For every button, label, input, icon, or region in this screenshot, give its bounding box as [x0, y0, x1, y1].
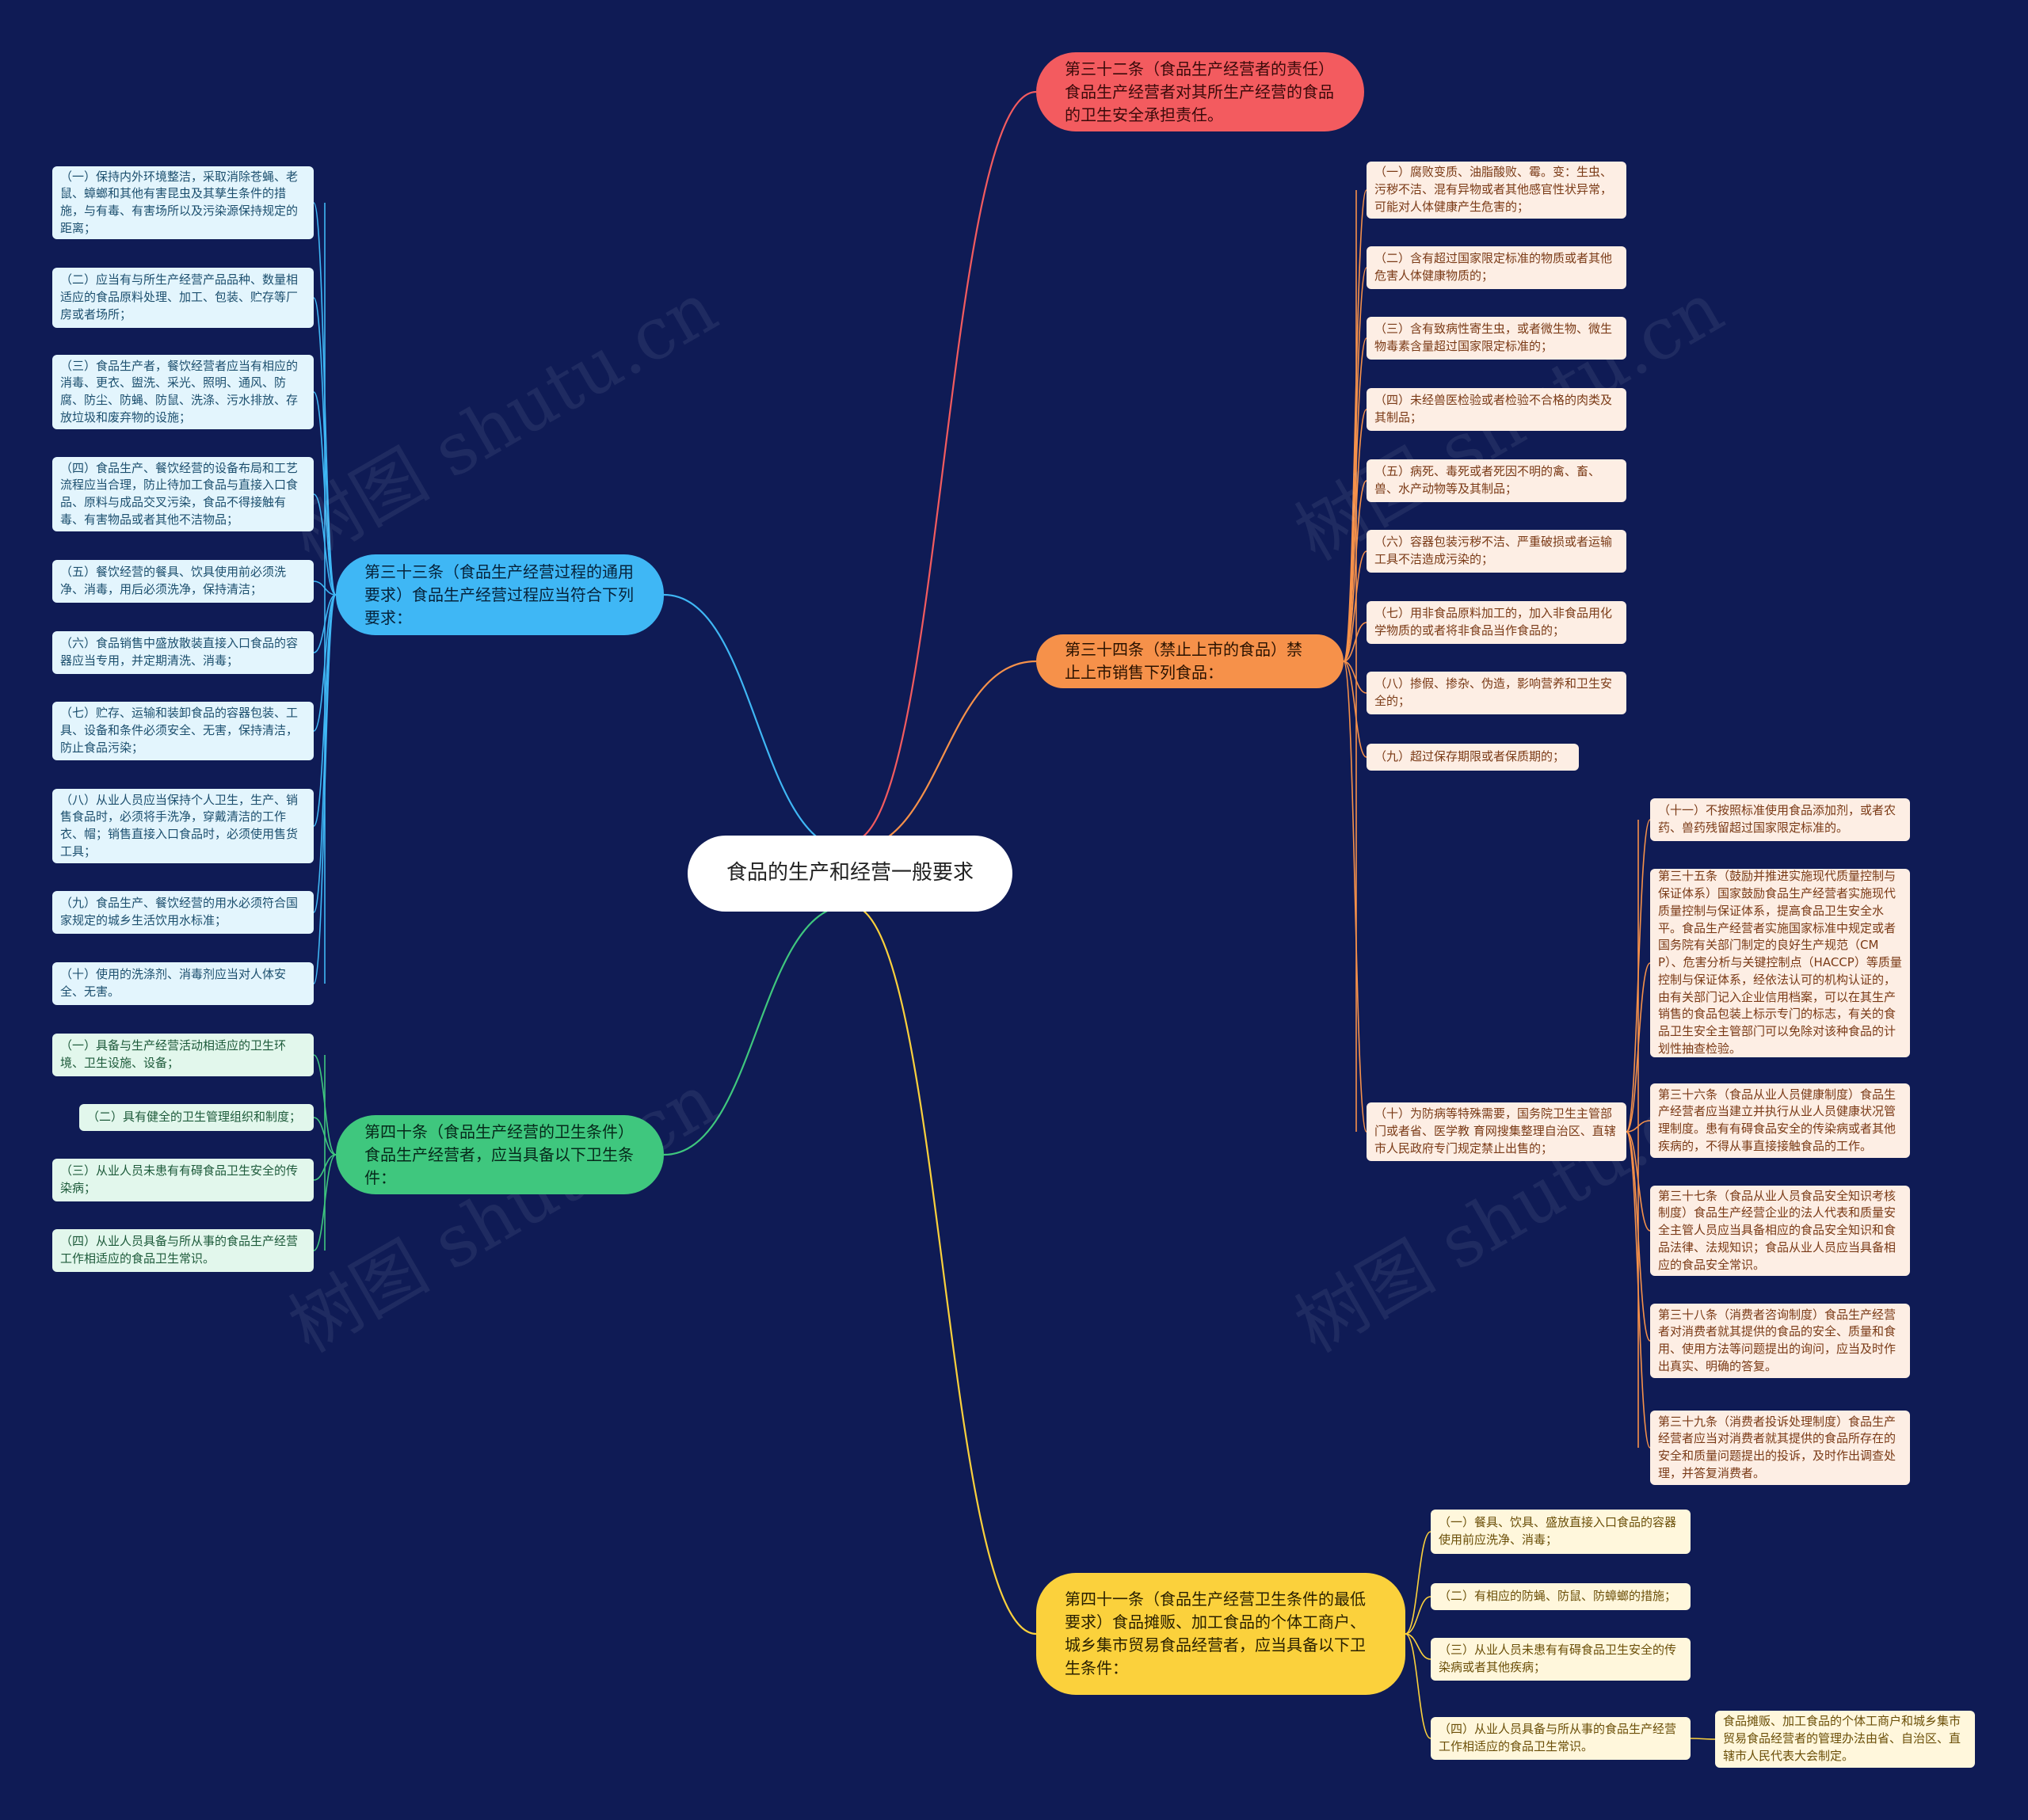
- branch-article-41[interactable]: 第四十一条（食品生产经营卫生条件的最低要求）食品摊贩、加工食品的个体工商户、城乡…: [1036, 1573, 1405, 1695]
- art40-item[interactable]: （四）从业人员具备与所从事的食品生产经营工作相适应的食品卫生常识。: [52, 1229, 314, 1272]
- branch-article-40[interactable]: 第四十条（食品生产经营的卫生条件）食品生产经营者，应当具备以下卫生条件：: [336, 1115, 664, 1194]
- art33-item[interactable]: （八）从业人员应当保持个人卫生，生产、销售食品时，必须将手洗净，穿戴清洁的工作衣…: [52, 789, 314, 863]
- art41-item[interactable]: （四）从业人员具备与所从事的食品生产经营工作相适应的食品卫生常识。: [1431, 1717, 1691, 1760]
- connector-line: [1343, 622, 1367, 662]
- art34-item[interactable]: （九）超过保存期限或者保质期的；: [1367, 744, 1579, 771]
- art41-item[interactable]: （二）有相应的防蝇、防鼠、防蟑螂的措施；: [1431, 1583, 1691, 1610]
- connector-line: [1405, 1633, 1431, 1739]
- art34-item[interactable]: （三）含有致病性寄生虫，或者微生物、微生物毒素含量超过国家限定标准的；: [1367, 317, 1626, 360]
- art34-item[interactable]: （八）掺假、掺杂、伪造，影响营养和卫生安全的；: [1367, 672, 1626, 714]
- connector-line: [663, 904, 851, 1156]
- connector-line: [1343, 409, 1367, 662]
- art34-item[interactable]: （七）用非食品原料加工的，加入非食品用化学物质的或者将非食品当作食品的；: [1367, 601, 1626, 644]
- art33-item[interactable]: （三）食品生产者，餐饮经营者应当有相应的消毒、更衣、盥洗、采光、照明、通风、防腐…: [52, 355, 314, 429]
- art33-item[interactable]: （六）食品销售中盛放散装直接入口食品的容器应当专用，并定期清洗、消毒；: [52, 631, 314, 674]
- branch-article-34[interactable]: 第三十四条（禁止上市的食品）禁止上市销售下列食品：: [1036, 634, 1344, 688]
- art33-item[interactable]: （一）保持内外环境整洁，采取消除苍蝇、老鼠、蟑螂和其他有害昆虫及其孳生条件的措施…: [52, 166, 314, 239]
- art41-item[interactable]: （一）餐具、饮具、盛放直接入口食品的容器使用前应洗净、消毒；: [1431, 1510, 1691, 1554]
- art34-sub-item[interactable]: 第三十八条（消费者咨询制度）食品生产经营者对消费者就其提供的食品的安全、质量和食…: [1650, 1304, 1910, 1378]
- branch-article-33[interactable]: 第三十三条（食品生产经营过程的通用要求）食品生产经营过程应当符合下列要求：: [336, 554, 664, 635]
- art34-item[interactable]: （一）腐败变质、油脂酸败、霉。变：生虫、污秽不洁、混有异物或者其他感官性状异常，…: [1367, 162, 1626, 219]
- connector-line: [1343, 661, 1367, 1133]
- root-topic[interactable]: 食品的生产和经营一般要求: [688, 836, 1012, 912]
- connector-line: [849, 90, 1037, 843]
- art33-item[interactable]: （十）使用的洗涤剂、消毒剂应当对人体安全、无害。: [52, 962, 314, 1005]
- art40-item[interactable]: （一）具备与生产经营活动相适应的卫生环境、卫生设施、设备；: [52, 1034, 314, 1076]
- connector-line: [849, 904, 1037, 1635]
- connector-line: [1343, 661, 1367, 758]
- connector-line: [1343, 337, 1367, 662]
- connector-line: [1343, 550, 1367, 662]
- art34-item[interactable]: （六）容器包装污秽不洁、严重破损或者运输工具不洁造成污染的；: [1367, 530, 1626, 573]
- art40-item[interactable]: （三）从业人员未患有有碍食品卫生安全的传染病；: [52, 1159, 314, 1201]
- connector-line: [663, 593, 851, 851]
- art41-sub-item[interactable]: 食品摊贩、加工食品的个体工商户和城乡集市贸易食品经营者的管理办法由省、自治区、直…: [1715, 1711, 1975, 1768]
- connector-line: [1405, 1531, 1431, 1635]
- connector-line: [1343, 189, 1367, 662]
- connector-line: [1405, 1633, 1431, 1660]
- connector-line: [1343, 661, 1367, 694]
- branch-article-32[interactable]: 第三十二条（食品生产经营者的责任）食品生产经营者对其所生产经营的食品的卫生安全承…: [1036, 52, 1364, 131]
- art34-item[interactable]: （十）为防病等特殊需要，国务院卫生主管部门或者省、医学教 育网搜集整理自治区、直…: [1367, 1102, 1626, 1161]
- art34-sub-item[interactable]: 第三十六条（食品从业人员健康制度）食品生产经营者应当建立并执行从业人员健康状况管…: [1650, 1083, 1910, 1158]
- art41-item[interactable]: （三）从业人员未患有有碍食品卫生安全的传染病或者其他疾病；: [1431, 1638, 1691, 1681]
- connector-line: [1690, 1738, 1716, 1740]
- art33-item[interactable]: （七）贮存、运输和装卸食品的容器包装、工具、设备和条件必须安全、无害，保持清洁，…: [52, 702, 314, 760]
- connector-line: [849, 660, 1037, 851]
- connector-line: [1405, 1596, 1431, 1635]
- art34-item[interactable]: （五）病死、毒死或者死因不明的禽、畜、兽、水产动物等及其制品；: [1367, 459, 1626, 502]
- art33-item[interactable]: （四）食品生产、餐饮经营的设备布局和工艺流程应当合理，防止待加工食品与直接入口食…: [52, 457, 314, 531]
- art33-item[interactable]: （九）食品生产、餐饮经营的用水必须符合国家规定的城乡生活饮用水标准；: [52, 891, 314, 934]
- art34-sub-item[interactable]: 第三十九条（消费者投诉处理制度）食品生产经营者应当对消费者就其提供的食品所存在的…: [1650, 1411, 1910, 1485]
- art34-sub-item[interactable]: 第三十五条（鼓励并推进实施现代质量控制与保证体系）国家鼓励食品生产经营者实施现代…: [1650, 869, 1910, 1057]
- art33-item[interactable]: （五）餐饮经营的餐具、饮具使用前必须洗净、消毒，用后必须洗净，保持清洁；: [52, 560, 314, 603]
- art40-item[interactable]: （二）具有健全的卫生管理组织和制度；: [79, 1104, 314, 1131]
- art33-item[interactable]: （二）应当有与所生产经营产品品种、数量相适应的食品原料处理、加工、包装、贮存等厂…: [52, 268, 314, 328]
- art34-sub-item[interactable]: 第三十七条（食品从业人员食品安全知识考核制度）食品生产经营企业的法人代表和质量安…: [1650, 1186, 1910, 1276]
- art34-sub-item[interactable]: （十一）不按照标准使用食品添加剂，或者农药、兽药残留超过国家限定标准的。: [1650, 798, 1910, 841]
- art34-item[interactable]: （二）含有超过国家限定标准的物质或者其他危害人体健康物质的；: [1367, 246, 1626, 289]
- connector-line: [1343, 480, 1367, 662]
- art34-item[interactable]: （四）未经兽医检验或者检验不合格的肉类及其制品；: [1367, 388, 1626, 431]
